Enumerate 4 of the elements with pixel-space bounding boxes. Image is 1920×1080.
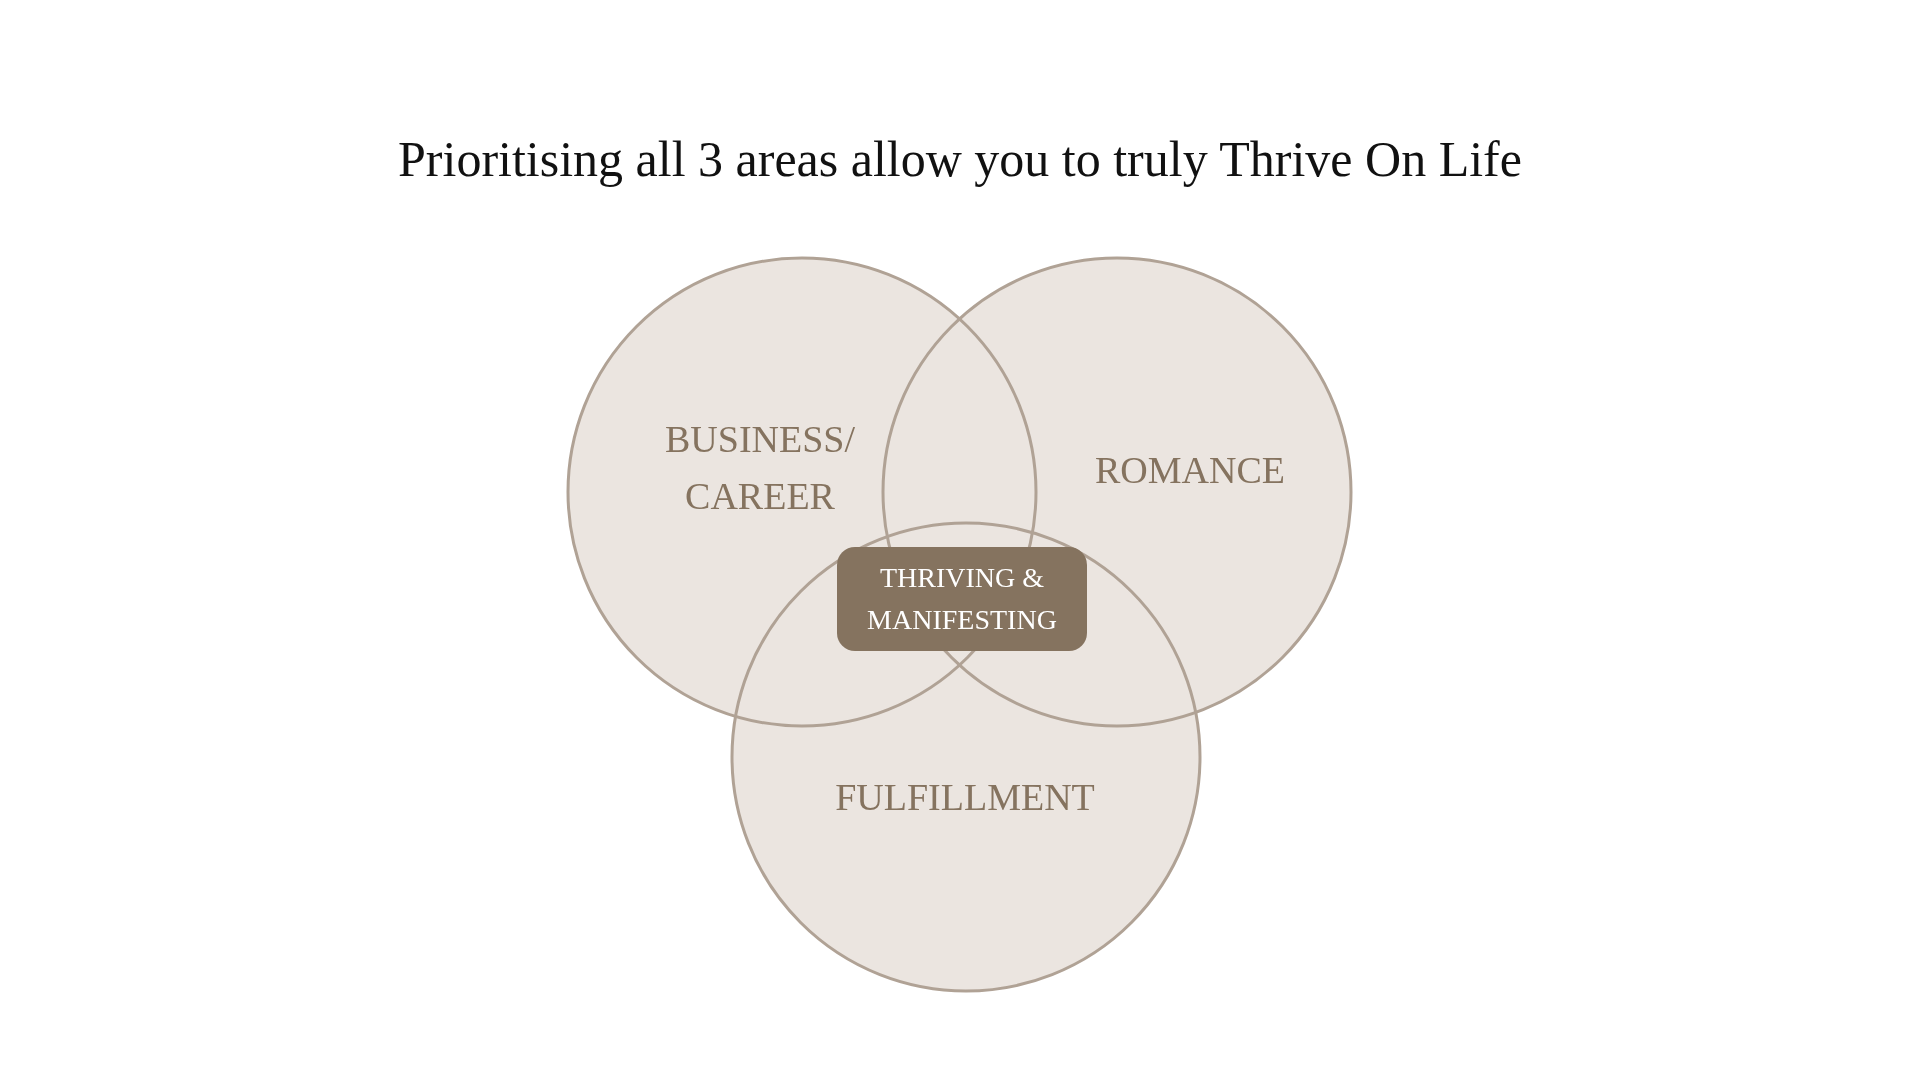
circle-label: FULFILLMENT xyxy=(834,774,1096,820)
circle-label: BUSINESS/ CAREER xyxy=(663,417,857,519)
title: Prioritising all 3 areas allow you to truly Thrive On Life xyxy=(397,130,1523,188)
circle-label: ROMANCE xyxy=(1094,447,1286,493)
